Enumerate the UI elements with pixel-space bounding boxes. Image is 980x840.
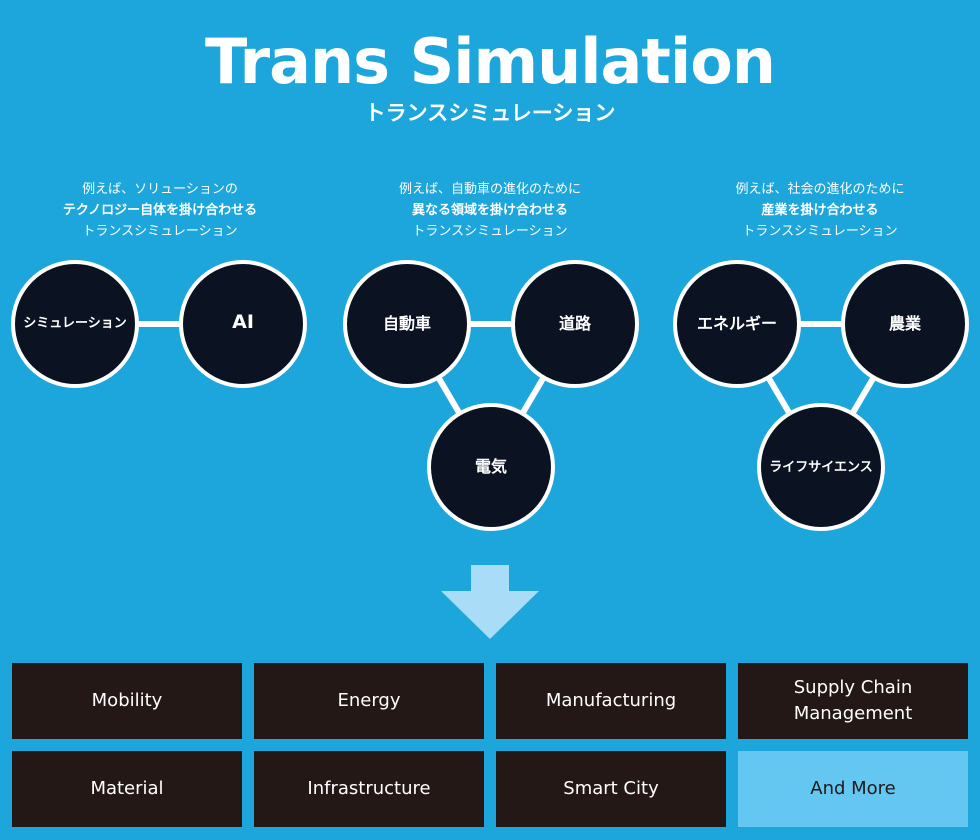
caption-line: 例えば、ソリューションの [82, 182, 238, 197]
caption-line: トランスシミュレーション [742, 224, 898, 239]
field-label: Manufacturing [545, 690, 677, 711]
combination-diagram [11, 260, 969, 531]
node-circle [757, 403, 885, 531]
node-circle [511, 260, 639, 388]
field-label: Material [90, 778, 164, 799]
group-caption-society: 例えば、社会の進化のために 産業を掛け合わせる トランスシミュレーション [660, 179, 980, 242]
node-label-life-science: ライフサイエンス [769, 460, 873, 475]
caption-line-emphasis: 異なる領域を掛け合わせる [411, 203, 568, 218]
field-label: Supply Chain Management [793, 677, 913, 724]
page-title: Trans Simulation [205, 25, 776, 98]
caption-line: 例えば、自動車の進化のために [398, 182, 581, 197]
node-circle [427, 403, 555, 531]
arrow-down-icon [441, 565, 539, 639]
field-tile-supply-chain: Supply Chain Management [738, 663, 968, 739]
field-label: And More [810, 778, 896, 799]
group-caption-automotive: 例えば、自動車の進化のために 異なる領域を掛け合わせる トランスシミュレーション [330, 179, 650, 242]
caption-line-emphasis: 産業を掛け合わせる [761, 203, 879, 218]
node-label-simulation: シミュレーション [23, 316, 127, 331]
field-tile-mobility: Mobility [12, 663, 242, 739]
field-label: Mobility [91, 690, 163, 711]
field-tile-infrastructure: Infrastructure [254, 751, 484, 827]
field-tile-manufacturing: Manufacturing [496, 663, 726, 739]
node-circle [343, 260, 471, 388]
node-label-automobile: 自動車 [382, 314, 431, 333]
caption-line: 例えば、社会の進化のために [735, 182, 905, 197]
node-circle [179, 260, 307, 388]
field-tile-and-more: And More [738, 751, 968, 827]
field-label: Smart City [563, 778, 659, 799]
field-label: Energy [337, 690, 401, 711]
node-circle [11, 260, 139, 388]
node-label-energy: エネルギー [696, 314, 777, 333]
field-tile-smart-city: Smart City [496, 751, 726, 827]
node-label-road: 道路 [558, 314, 591, 333]
caption-line-emphasis: テクノロジー自体を掛け合わせる [62, 203, 258, 218]
field-tile-material: Material [12, 751, 242, 827]
caption-line: トランスシミュレーション [412, 224, 568, 239]
group-caption-technology: 例えば、ソリューションの テクノロジー自体を掛け合わせる トランスシミュレーショ… [0, 179, 320, 242]
node-label-ai: AI [232, 311, 254, 333]
node-label-electricity: 電気 [474, 457, 507, 476]
node-circle [841, 260, 969, 388]
field-label: Infrastructure [307, 778, 431, 799]
caption-line: トランスシミュレーション [82, 224, 238, 239]
page-subtitle: トランスシミュレーション [364, 101, 616, 125]
field-tile-energy: Energy [254, 663, 484, 739]
node-label-agriculture: 農業 [888, 314, 921, 333]
node-circle [673, 260, 801, 388]
